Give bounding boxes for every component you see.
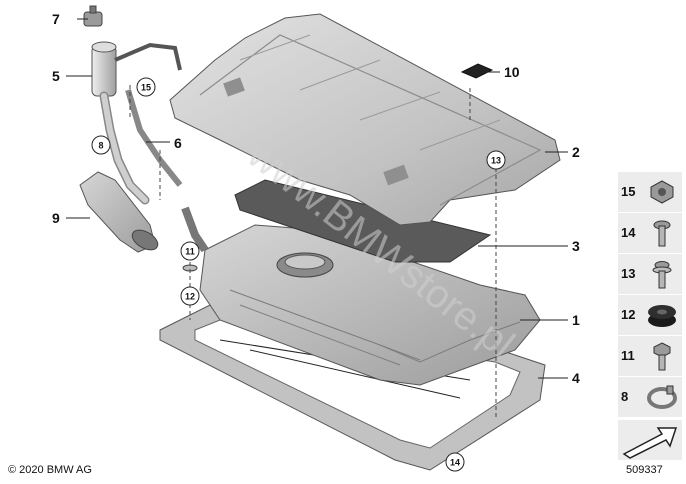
fastener-item-15: 15 (618, 172, 682, 212)
fastener-item-14: 14 (618, 213, 682, 253)
callout-6: 6 (174, 135, 182, 151)
fastener-item-13: 13 (618, 254, 682, 294)
svg-text:15: 15 (141, 83, 151, 93)
vent-hose-part-6 (114, 42, 209, 253)
filler-neck-part-5 (91, 41, 150, 205)
copyright-text: © 2020 BMW AG (8, 464, 92, 476)
callout-13: 13 (486, 150, 506, 170)
callout-9: 9 (52, 210, 60, 226)
footer-arrow-cell (618, 420, 682, 460)
screw-icon (653, 220, 671, 247)
callout-12: 12 (180, 286, 200, 306)
rubber-grommet-icon (648, 305, 676, 327)
callout-11: 11 (180, 241, 200, 261)
callout-10: 10 (504, 64, 520, 80)
fastener-item-12: 12 (618, 295, 682, 335)
svg-text:11: 11 (185, 247, 195, 257)
svg-text:12: 12 (185, 292, 195, 302)
svg-text:14: 14 (450, 458, 460, 468)
fastener-item-11: 11 (618, 336, 682, 376)
fuel-tank-part-1 (199, 224, 541, 386)
fastener-panel: 15 14 13 12 11 8 (618, 172, 682, 460)
fastener-number: 14 (621, 225, 636, 240)
callout-4: 4 (572, 370, 580, 386)
callout-15: 15 (136, 77, 156, 97)
diagram-id: 509337 (626, 464, 663, 476)
fastener-number: 13 (621, 266, 636, 281)
callout-7: 7 (52, 11, 60, 27)
fastener-number: 8 (621, 389, 629, 404)
callout-3: 3 (572, 238, 580, 254)
insulation-pad-part-3 (234, 179, 492, 263)
tank-shield-part-2 (169, 13, 561, 226)
nut-icon (650, 180, 674, 204)
hose-clamp-icon (647, 385, 677, 409)
filler-cap-part-7 (83, 5, 103, 27)
fastener-number: 15 (621, 184, 636, 199)
fastener-number: 12 (621, 307, 636, 322)
svg-text:8: 8 (98, 141, 103, 151)
fastener-number: 11 (621, 348, 635, 363)
hex-bolt-icon (653, 342, 671, 371)
fastener-item-8: 8 (618, 377, 682, 417)
callout-8: 8 (91, 135, 111, 155)
collar-screw-icon (652, 261, 672, 289)
arrow-icon (622, 427, 678, 459)
damping-pad-part-10 (460, 63, 494, 79)
callout-5: 5 (52, 68, 60, 84)
callout-1: 1 (572, 312, 580, 328)
air-duct-part-9 (79, 171, 159, 253)
svg-text:13: 13 (491, 156, 501, 166)
callout-14: 14 (445, 452, 465, 472)
callout-2: 2 (572, 144, 580, 160)
